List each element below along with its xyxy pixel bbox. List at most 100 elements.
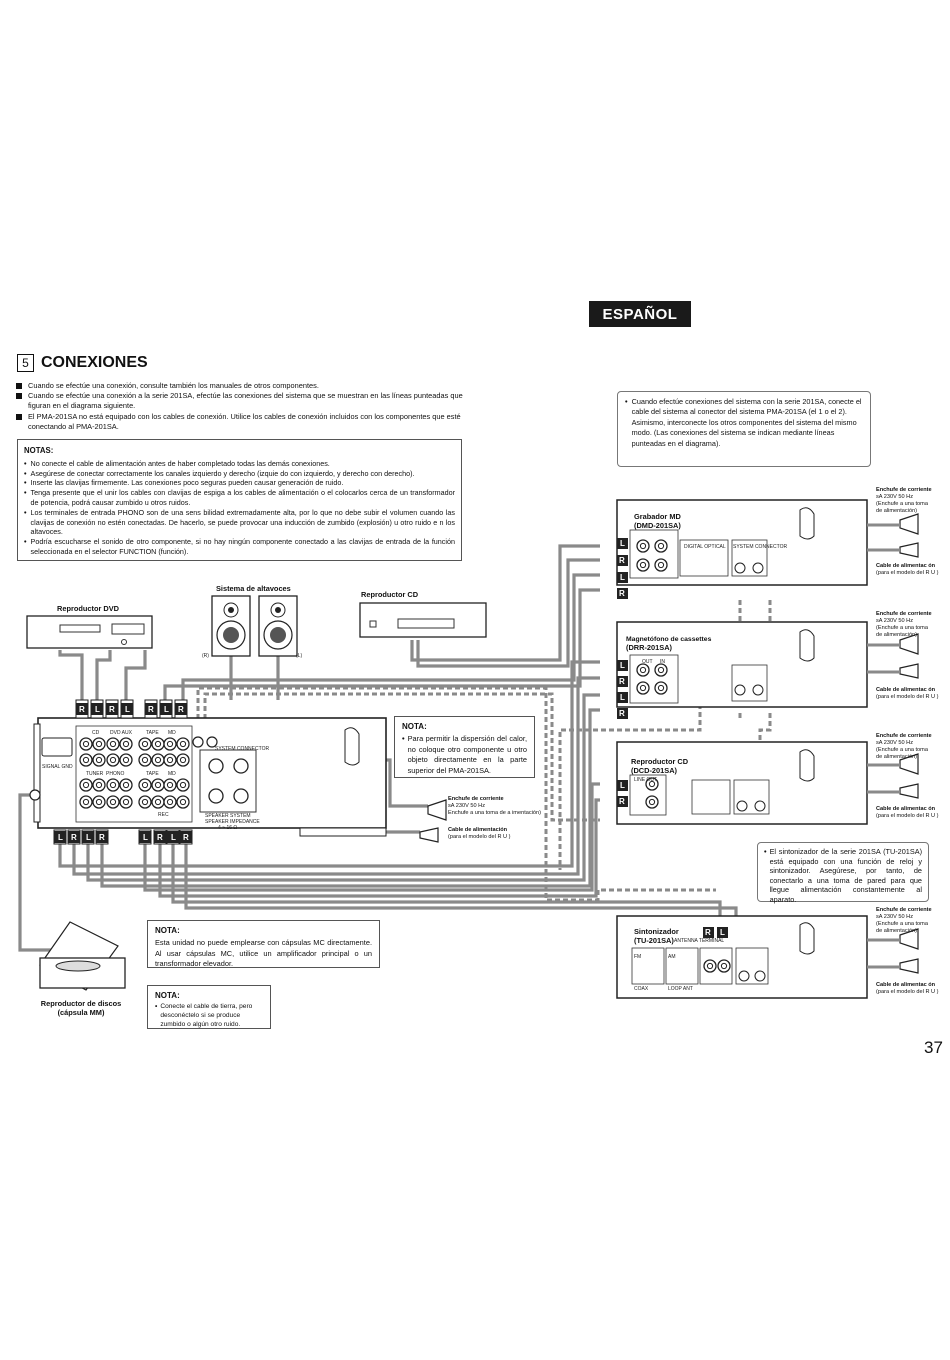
label-spk-r: (R) xyxy=(202,653,209,659)
note-item: •Inserte las clavijas firmemente. Las co… xyxy=(24,478,344,488)
label-phono: PHONO xyxy=(106,771,124,777)
panel-labels: CD DVD AUX TAPE MD TUNER PHONO TAPE MD R… xyxy=(42,544,787,992)
label-ohms: 4 ~ 16 Ω xyxy=(218,825,237,831)
label-tuner: TUNER xyxy=(86,771,104,777)
cd-player-drawing xyxy=(359,602,487,638)
label-cass-out: OUT xyxy=(642,659,653,665)
label-coax: COAX xyxy=(634,986,649,992)
label-cd-player-201: Reproductor CD(DCD-201SA) xyxy=(631,757,689,775)
tag-r: R xyxy=(178,705,184,714)
label-line-out: LINE OUT xyxy=(634,777,657,783)
nota-heat: NOTA: •Para permitir la dispersión del c… xyxy=(394,716,535,778)
section-number: 5 xyxy=(17,354,34,372)
md-recorder-drawing xyxy=(616,499,868,586)
tag-r: R xyxy=(157,833,163,842)
label-tape-rec: TAPE xyxy=(146,771,159,777)
label-md-rec: MD xyxy=(168,771,176,777)
label-tape: TAPE xyxy=(146,730,159,736)
tag-l: L xyxy=(164,705,169,714)
note-item: •Podría escucharse el sonido de otro com… xyxy=(24,537,455,556)
tag-r: R xyxy=(183,833,189,842)
tag-r: R xyxy=(109,705,115,714)
tag-r: R xyxy=(99,833,105,842)
note-item: •Asegúrese de conectar correctamente los… xyxy=(24,468,415,478)
tag-r: R xyxy=(619,677,625,686)
notes-box: NOTAS: •No conecte el cable de alimentac… xyxy=(17,439,462,561)
nota-mc-cartridge: NOTA: Esta unidad no puede emplearse con… xyxy=(147,920,380,968)
tuner-drawing xyxy=(616,915,868,999)
cassette-deck-drawing xyxy=(616,621,868,708)
system-connector-amp xyxy=(192,736,218,748)
label-ant-term: ANTENNA TERMINAL xyxy=(674,938,724,944)
note-item: •No conecte el cable de alimentación ant… xyxy=(24,458,330,468)
tag-l: L xyxy=(620,781,625,790)
rl-tags: R L R L R L R L R L R L R L R L R L R L … xyxy=(54,538,728,938)
label-dvd: DVD AUX xyxy=(110,730,133,736)
speaker-terminals xyxy=(208,758,249,804)
tag-l: L xyxy=(620,661,625,670)
tag-r: R xyxy=(619,797,625,806)
bullet-item: El PMA-201SA no está equipado con los ca… xyxy=(16,412,464,432)
tag-l: L xyxy=(143,833,148,842)
bullet-item: Cuando se efectúe una conexión, consulte… xyxy=(16,381,464,391)
tag-l: L xyxy=(58,833,63,842)
label-dvd-player: Reproductor DVD xyxy=(57,604,120,613)
tag-l: L xyxy=(125,705,130,714)
tag-r: R xyxy=(619,556,625,565)
bullet-item: Cuando se efectúe una conexión a la seri… xyxy=(16,391,464,411)
signal-cables xyxy=(18,544,738,952)
label-cass-in: IN xyxy=(660,659,665,665)
label-impedance: SPEAKER IMPEDANCE xyxy=(205,819,260,825)
label-rec: REC xyxy=(158,812,169,818)
note-item: •Los terminales de entrada PHONO son de … xyxy=(24,507,455,537)
tag-l: L xyxy=(86,833,91,842)
label-signal-gnd: SIGNAL GND xyxy=(42,764,73,770)
power-cable-label: Cable de alimentac ón(para el modelo del… xyxy=(876,982,939,995)
tag-l: L xyxy=(720,928,725,937)
tag-r: R xyxy=(619,709,625,718)
label-loop: LOOP ANT xyxy=(668,986,693,992)
tag-r: R xyxy=(619,589,625,598)
speaker-right-drawing xyxy=(258,595,298,657)
tag-l: L xyxy=(620,539,625,548)
tag-l: L xyxy=(620,573,625,582)
label-cassette-deck: Magnetófono de cassettes(DRR-201SA) xyxy=(626,636,712,652)
intro-bullets: Cuando se efectúe una conexión, consulte… xyxy=(16,381,464,432)
nota-ground: NOTA: •Conecte el cable de tierra, pero … xyxy=(147,985,271,1029)
power-cable-label: Cable de alimentac ón(para el modelo del… xyxy=(876,563,939,576)
tag-r: R xyxy=(79,705,85,714)
label-speaker-system: Sistema de altavoces xyxy=(216,584,291,593)
notes-title: NOTAS: xyxy=(24,446,54,455)
tag-l: L xyxy=(95,705,100,714)
power-cable-label: Cable de alimentac ón(para el modelo del… xyxy=(876,687,939,700)
label-am: AM xyxy=(668,954,676,960)
label-md-recorder: Grabador MD(DMD-201SA) xyxy=(634,512,681,530)
section-title: CONEXIONES xyxy=(41,354,148,371)
tag-r: R xyxy=(705,928,711,937)
language-tab: ESPAÑOL xyxy=(589,301,691,327)
dvd-player-drawing xyxy=(26,615,153,649)
cd-player-201-drawing xyxy=(616,741,868,825)
speaker-left-drawing xyxy=(211,595,251,657)
power-cable-label: Cable de alimentac ón(para el modelo del… xyxy=(876,806,939,819)
system-connection-note: •Cuando efectúe conexiones del sistema c… xyxy=(617,391,871,467)
section-heading: 5 CONEXIONES xyxy=(17,354,148,372)
label-md-sys: SYSTEM CONNECTOR xyxy=(733,544,787,550)
label-fm: FM xyxy=(634,954,641,960)
label-cd: CD xyxy=(92,730,100,736)
label-cd-player-top: Reproductor CD xyxy=(361,590,419,599)
page-number: 37 xyxy=(924,1038,943,1057)
amp-power-cable-label: Cable de alimentación(para el modelo del… xyxy=(448,827,511,840)
turntable-drawing xyxy=(39,921,126,991)
tuner-note: •El sintonizador de la serie 201SA (TU-2… xyxy=(757,842,929,904)
label-md: MD xyxy=(168,730,176,736)
note-item: •Tenga presente que el unir los cables c… xyxy=(24,488,455,507)
tag-r: R xyxy=(71,833,77,842)
amplifier-rear-panel xyxy=(29,717,387,837)
